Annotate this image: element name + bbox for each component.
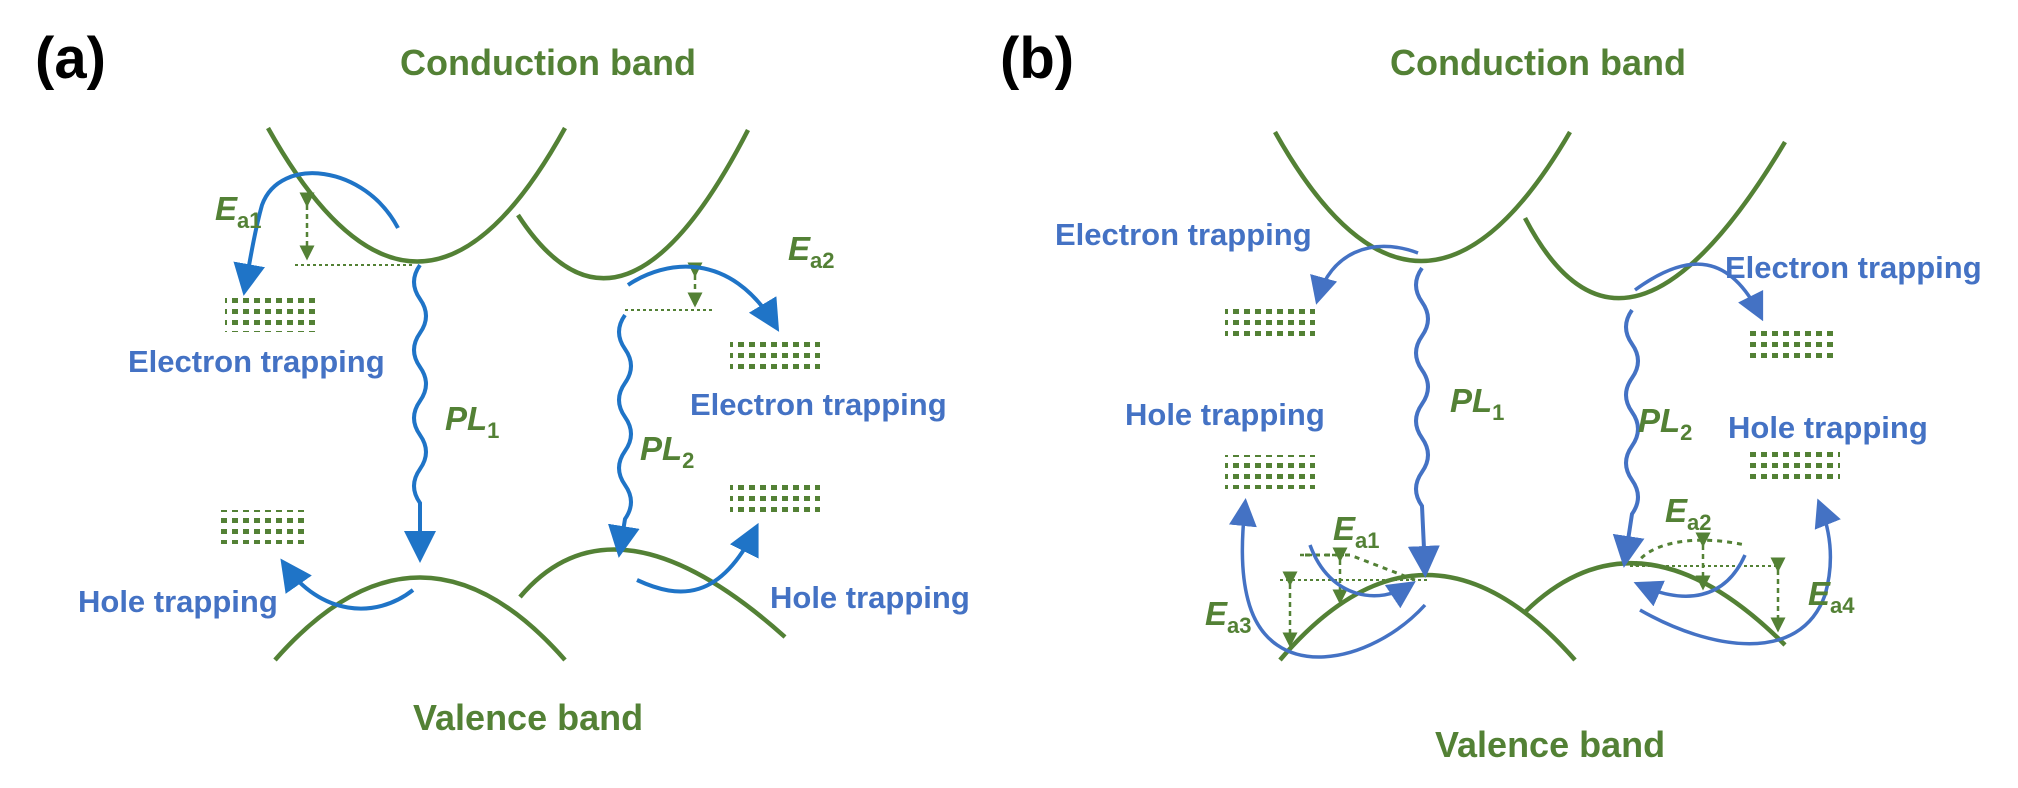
panel-a-hole-trapping-left-label: Hole trapping [78, 584, 278, 619]
panel-b-conduction-band-label: Conduction band [1390, 42, 1686, 83]
panel-a-ea1-label: Ea1 [215, 190, 262, 233]
panel-b-cb-parabola-2 [1523, 140, 1787, 301]
panel-b-vb-parabola-1 [1278, 572, 1577, 662]
panel-b-electron-trapping-right-label: Electron trapping [1725, 250, 1982, 285]
panel-a-vb-parabola-2 [518, 547, 787, 639]
panel-a: (a) Conduction band Valence band Electro… [35, 26, 970, 738]
panel-a-valence-band-label: Valence band [413, 697, 643, 738]
panel-b-valence-band-label: Valence band [1435, 724, 1665, 765]
panel-b-cb-parabola-1 [1273, 130, 1572, 264]
panel-a-cb-parabola-1 [266, 126, 567, 264]
panel-a-label: (a) [35, 26, 106, 91]
panel-b-hole-trapping-left-label: Hole trapping [1125, 397, 1325, 432]
panel-a-pl1-label: PL1 [445, 400, 499, 443]
panel-b-pl1-arrow [1407, 266, 1440, 578]
panel-a-trap-states-hole-left [218, 510, 308, 544]
panel-b: (b) Conduction band Valence band [1000, 26, 1982, 765]
panel-a-electron-trap-arrow-left [233, 171, 400, 296]
panel-a-trap-states-electron-right [730, 338, 820, 372]
panel-b-ea4-label: Ea4 [1808, 575, 1855, 618]
panel-b-pl1-label: PL1 [1450, 382, 1504, 425]
panel-b-ea2-label: Ea2 [1665, 492, 1712, 535]
panel-b-ea2-arc [1633, 538, 1746, 567]
panel-b-hole-trap-arrow-left-outer [1228, 498, 1427, 659]
panel-b-electron-trap-arrow-left [1310, 244, 1419, 305]
panel-b-pl2-arrow [1612, 308, 1645, 568]
panel-b-ea3-label: Ea3 [1205, 595, 1252, 638]
panel-b-trap-states-electron-right [1745, 325, 1835, 359]
panel-a-ea2-label: Ea2 [788, 230, 835, 273]
panel-a-pl2-label: PL2 [640, 430, 694, 473]
panel-a-electron-trapping-left-label: Electron trapping [128, 344, 385, 379]
panel-a-hole-trap-arrow-left [280, 558, 415, 611]
panel-b-ea1-arc [1305, 553, 1416, 582]
panel-b-hole-trap-arrow-right-inner [1633, 554, 1747, 607]
panel-b-trap-states-hole-right [1750, 448, 1840, 482]
panel-b-label: (b) [1000, 26, 1074, 91]
panel-a-cb-parabola-2 [516, 128, 751, 281]
panel-a-hole-trap-arrow-right [636, 522, 759, 594]
panel-b-electron-trapping-left-label: Electron trapping [1055, 217, 1312, 252]
panel-b-trap-states-electron-left [1225, 308, 1315, 342]
panel-a-trap-states-electron-left [225, 298, 315, 332]
panel-b-pl2-label: PL2 [1638, 402, 1692, 445]
panel-a-conduction-band-label: Conduction band [400, 42, 696, 83]
panel-a-electron-trap-arrow-right [626, 264, 780, 332]
panel-b-trap-states-hole-left [1225, 455, 1315, 489]
panel-a-pl2-arrow [608, 313, 640, 558]
panel-a-electron-trapping-right-label: Electron trapping [690, 387, 947, 422]
panel-b-hole-trap-arrow-left-inner [1308, 544, 1416, 609]
panel-b-hole-trapping-right-label: Hole trapping [1728, 410, 1928, 445]
panel-a-vb-parabola-1 [273, 575, 567, 662]
panel-b-vb-parabola-2 [1523, 560, 1787, 647]
panel-b-electron-trap-arrow-right [1633, 262, 1764, 322]
panel-b-hole-trap-arrow-right-outer [1639, 498, 1841, 646]
panel-a-pl1-arrow [404, 263, 436, 563]
panel-b-ea1-label: Ea1 [1333, 510, 1380, 553]
panel-a-hole-trapping-right-label: Hole trapping [770, 580, 970, 615]
panel-a-trap-states-hole-right [730, 480, 820, 514]
